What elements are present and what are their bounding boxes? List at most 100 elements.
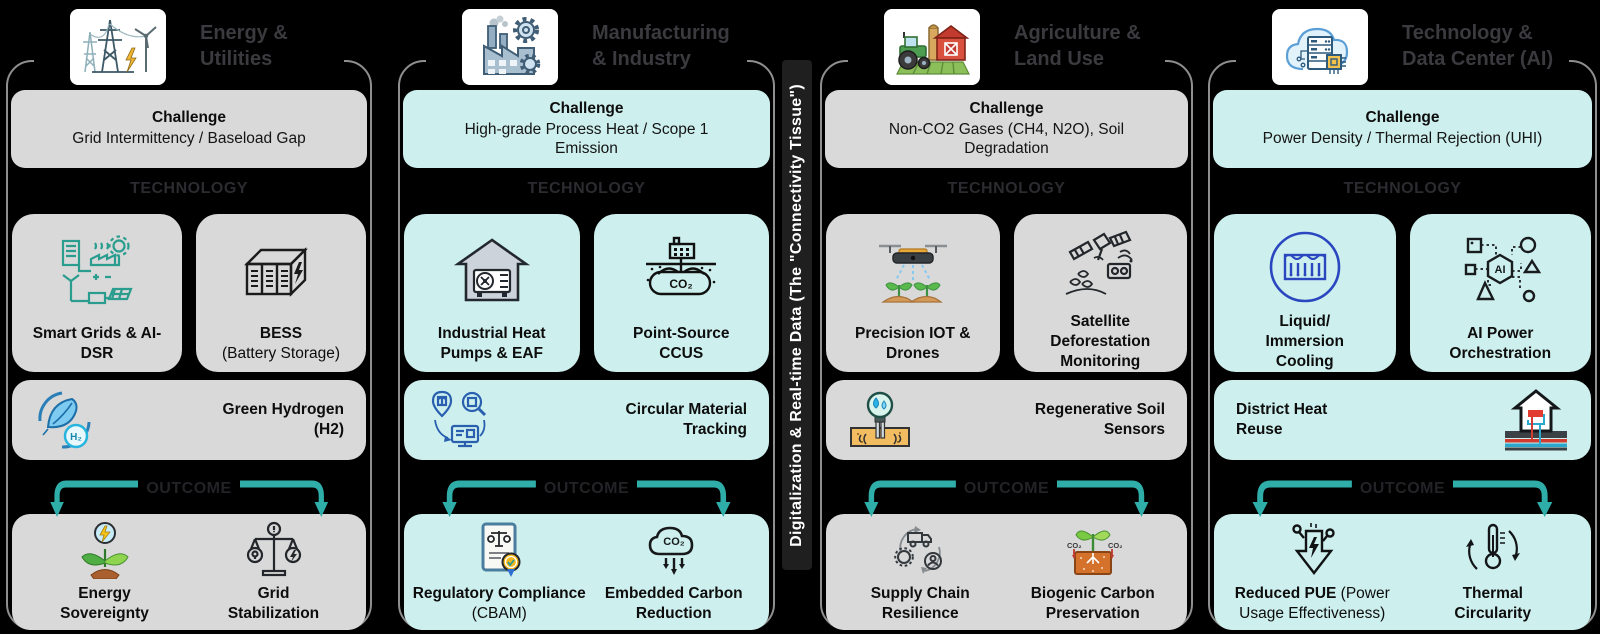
supply-chain-icon — [891, 520, 949, 580]
smart-grid-icon — [55, 226, 139, 320]
outcome-item-thermal-circularity: Thermal Circularity — [1403, 520, 1584, 624]
outcome-label: OUTCOME — [1359, 480, 1446, 497]
tech-box-precision-iot: Precision IOT & Drones — [826, 214, 1000, 372]
district-heat-icon — [1503, 389, 1569, 451]
outcome-label-text: Supply Chain Resilience — [870, 584, 970, 622]
green-hydrogen-icon: H₂ — [34, 389, 96, 451]
technology-row: Precision IOT & Drones — [826, 214, 1187, 372]
tech-box-soil-sensors: Regenerative Soil Sensors — [826, 380, 1187, 460]
tech-label: District Heat Reuse — [1236, 400, 1328, 438]
challenge-text: Non-CO2 Gases (CH4, N2O), Soil Degradati… — [888, 120, 1125, 157]
svg-text:AI: AI — [1495, 264, 1506, 276]
outcome-item-embedded-carbon: CO₂ Embedded Carbon Reduction — [587, 520, 762, 624]
outcome-arrow-right — [1057, 480, 1149, 517]
outcome-header: OUTCOME — [400, 478, 773, 518]
connectivity-tissue-label: Digitalization & Real-time Data (The "Co… — [788, 83, 805, 547]
challenge-text: Power Density / Thermal Rejection (UHI) — [1262, 130, 1543, 148]
tech-label: Circular Material Tracking — [625, 400, 747, 438]
reduced-pue-icon — [1283, 520, 1341, 580]
tech-box-smart-grids: Smart Grids & AI-DSR — [12, 214, 182, 372]
outcome-box: Regulatory Compliance (CBAM) CO₂ — [404, 514, 769, 630]
technology-row: Smart Grids & AI-DSR — [12, 214, 366, 372]
connectivity-tissue-bar: Digitalization & Real-time Data (The "Co… — [782, 60, 812, 570]
tech-box-immersion-cooling: Liquid/ Immersion Cooling — [1214, 214, 1396, 372]
column-header: Agriculture & Land Use — [848, 6, 1165, 88]
tech-label: AI Power Orchestration — [1449, 325, 1552, 363]
column-title: Manufacturing & Industry — [592, 22, 730, 70]
outcome-box: Supply Chain Resilience CO₂ — [826, 514, 1187, 630]
outcome-header: OUTCOME — [822, 478, 1191, 518]
technology-row: Liquid/ Immersion Cooling — [1214, 214, 1591, 372]
outcome-label-text: Regulatory Compliance (CBAM) — [412, 584, 586, 622]
tech-label: Liquid/ Immersion Cooling — [1265, 312, 1344, 370]
svg-text:H₂: H₂ — [70, 432, 82, 443]
tech-box-bess: BESS(Battery Storage) — [196, 214, 366, 372]
outcome-arrow-left — [50, 480, 139, 517]
carbon-reduction-icon: CO₂ — [645, 520, 703, 580]
svg-text:CO₂: CO₂ — [1108, 541, 1122, 550]
outcome-arrow-left — [442, 480, 536, 517]
challenge-box: Challenge Power Density / Thermal Reject… — [1213, 90, 1592, 168]
farm-icon — [884, 9, 980, 85]
outcome-arrow-left — [864, 480, 956, 517]
column-title: Energy & Utilities — [200, 22, 288, 70]
column-title: Technology & Data Center (AI) — [1402, 22, 1554, 70]
energy-sovereignty-icon — [77, 520, 133, 580]
ai-orchestration-icon: AI — [1458, 226, 1542, 320]
outcome-label: OUTCOME — [146, 480, 232, 497]
technology-label: TECHNOLOGY — [527, 180, 646, 197]
tech-box-green-hydrogen: H₂ Green Hydrogen (H2) — [12, 380, 366, 460]
outcome-box: Reduced PUE (Power Usage Effectiveness) — [1214, 514, 1591, 630]
power-grid-icon — [70, 9, 166, 85]
challenge-text: Grid Intermittency / Baseload Gap — [72, 130, 306, 148]
ccus-icon: CO₂ — [638, 226, 724, 320]
battery-storage-icon — [241, 226, 321, 320]
outcome-label-text: Embedded Carbon Reduction — [604, 584, 743, 622]
svg-text:CO₂: CO₂ — [1067, 541, 1082, 550]
column-manufacturing-industry: Manufacturing & Industry Challenge High-… — [398, 6, 775, 630]
regulatory-compliance-icon — [470, 520, 528, 580]
factory-icon — [462, 9, 558, 85]
tech-label: Industrial Heat Pumps & EAF — [437, 325, 546, 363]
outcome-label: OUTCOME — [543, 480, 630, 497]
svg-text:CO₂: CO₂ — [663, 536, 685, 548]
tech-label: Satellite Deforestation Monitoring — [1050, 312, 1151, 370]
outcome-box: Energy Sovereignty — [12, 514, 366, 630]
outcome-item-reduced-pue: Reduced PUE (Power Usage Effectiveness) — [1222, 520, 1403, 624]
outcome-label-text: Energy Sovereignty — [60, 584, 149, 622]
technology-label: TECHNOLOGY — [947, 180, 1066, 197]
technology-row: Industrial Heat Pumps & EAF — [404, 214, 769, 372]
thermal-circularity-icon — [1464, 520, 1522, 580]
tech-box-ai-orchestration: AI AI Power Orchestration — [1409, 214, 1591, 372]
outcome-item-regulatory-compliance: Regulatory Compliance (CBAM) — [412, 520, 587, 624]
grid-stabilization-icon — [246, 520, 302, 580]
challenge-heading: Challenge — [1365, 109, 1440, 127]
outcome-header: OUTCOME — [8, 478, 370, 518]
outcome-arrow-right — [239, 480, 328, 517]
outcome-arrow-left — [1252, 480, 1352, 517]
outcome-header: OUTCOME — [1210, 478, 1595, 518]
challenge-heading: Challenge — [549, 99, 624, 117]
satellite-icon — [1058, 226, 1142, 308]
tech-label: Precision IOT & Drones — [855, 325, 971, 363]
challenge-box: Challenge High-grade Process Heat / Scop… — [403, 90, 770, 168]
tech-box-heat-pumps: Industrial Heat Pumps & EAF — [404, 214, 580, 372]
outcome-item-biogenic-carbon: CO₂ CO₂ Biogenic Carbon Preservation — [1007, 520, 1180, 624]
outcome-label-text: Reduced PUE (Power Usage Effectiveness) — [1234, 584, 1390, 622]
outcome-arrow-right — [637, 480, 731, 517]
outcome-label-text: Biogenic Carbon Preservation — [1030, 584, 1155, 622]
challenge-heading: Challenge — [969, 99, 1044, 117]
challenge-box: Challenge Non-CO2 Gases (CH4, N2O), Soil… — [825, 90, 1188, 168]
column-agriculture-land-use: Agriculture & Land Use Challenge Non-CO2… — [820, 6, 1193, 630]
tech-box-satellite: Satellite Deforestation Monitoring — [1013, 214, 1187, 372]
soil-sensor-icon — [848, 390, 912, 450]
technology-label: TECHNOLOGY — [130, 180, 248, 197]
column-title: Agriculture & Land Use — [1014, 22, 1141, 70]
tech-label: Point-Source CCUS — [633, 325, 730, 363]
outcome-item-grid-stabilization: Grid Stabilization — [189, 520, 358, 624]
outcome-label: OUTCOME — [963, 480, 1050, 497]
svg-text:CO₂: CO₂ — [670, 277, 693, 291]
drone-icon — [871, 226, 955, 320]
challenge-heading: Challenge — [151, 109, 227, 127]
